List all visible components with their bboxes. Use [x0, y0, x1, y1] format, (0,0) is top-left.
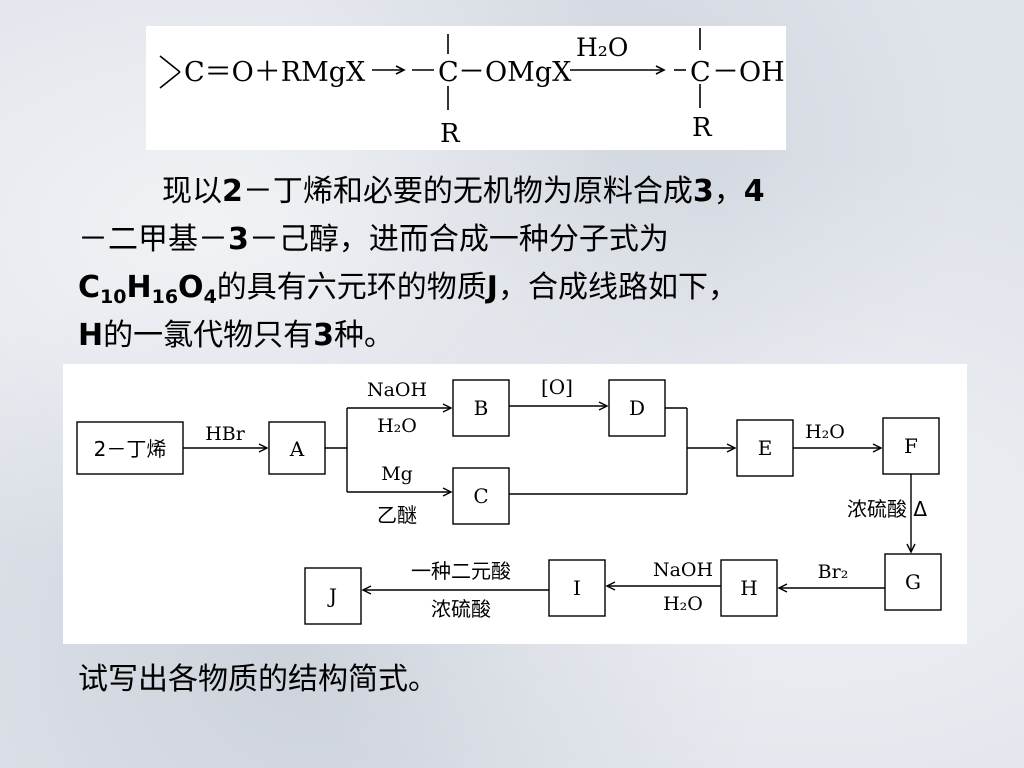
reagent-conc-h2so4: 浓硫酸	[431, 597, 491, 621]
problem-statement: 现以2－丁烯和必要的无机物为原料合成3，4－二甲基－3－己醇，进而合成一种分子式…	[78, 174, 765, 353]
reagent-diacid: 一种二元酸	[411, 559, 511, 583]
box-C-label: C	[473, 484, 488, 508]
box-A	[268, 421, 326, 475]
box-H	[720, 559, 778, 617]
reagent-h2o-2: H₂O	[805, 421, 845, 443]
box-H-label: H	[740, 576, 757, 600]
reagent-conc-h2so4-heat: 浓硫酸 Δ	[847, 497, 927, 521]
reagent-oxidant: [O]	[541, 375, 573, 399]
reagent-h2o-1: H₂O	[377, 415, 417, 437]
box-E	[736, 419, 794, 477]
intermediate-substituent: R	[440, 119, 461, 149]
intermediate-group: －OMgX	[458, 57, 572, 88]
reagent-mg: Mg	[381, 463, 413, 485]
reagent-h2o-3: H₂O	[663, 593, 703, 615]
hydrolysis-reagent: H₂O	[576, 33, 628, 62]
box-D-label: D	[629, 396, 645, 420]
question-text: 试写出各物质的结构简式。	[78, 662, 438, 697]
reagent-naoh-1: NaOH	[367, 379, 427, 401]
reagent-ether: 乙醚	[377, 503, 417, 527]
molecular-formula: C10H16O4	[78, 270, 217, 308]
box-B-label: B	[474, 396, 489, 420]
box-B	[452, 379, 510, 437]
box-F-label: F	[904, 434, 918, 458]
box-G	[884, 553, 942, 611]
box-F	[882, 417, 940, 475]
box-G-label: G	[905, 570, 921, 594]
box-I	[548, 559, 606, 617]
box-start	[76, 421, 184, 475]
box-start-label: 2－丁烯	[94, 437, 167, 461]
intermediate-carbon: C	[438, 57, 459, 88]
box-C	[452, 467, 510, 525]
box-J	[304, 567, 362, 625]
reaction-equation: C＝O＋RMgX C －OMgX H₂O C －OH R R	[159, 28, 785, 149]
reactant-text: C＝O＋RMgX	[184, 57, 366, 88]
synthesis-flowchart: 2－丁烯 A B C D E F G H I J HBr NaOH H₂O Mg…	[76, 375, 942, 625]
reaction-equation-panel: C＝O＋RMgX C －OMgX H₂O C －OH R R	[146, 26, 786, 150]
box-J-label: J	[327, 584, 337, 608]
product-group: －OH	[712, 57, 785, 88]
reagent-naoh-2: NaOH	[653, 559, 713, 581]
box-E-label: E	[758, 436, 773, 460]
product-carbon: C	[690, 57, 711, 88]
box-I-label: I	[573, 576, 581, 600]
synthesis-route-panel: 2－丁烯 A B C D E F G H I J HBr NaOH H₂O Mg…	[63, 364, 967, 644]
box-A-label: A	[289, 437, 305, 461]
product-substituent: R	[692, 113, 713, 143]
reagent-hbr: HBr	[205, 423, 246, 445]
reagent-br2: Br₂	[818, 561, 849, 583]
